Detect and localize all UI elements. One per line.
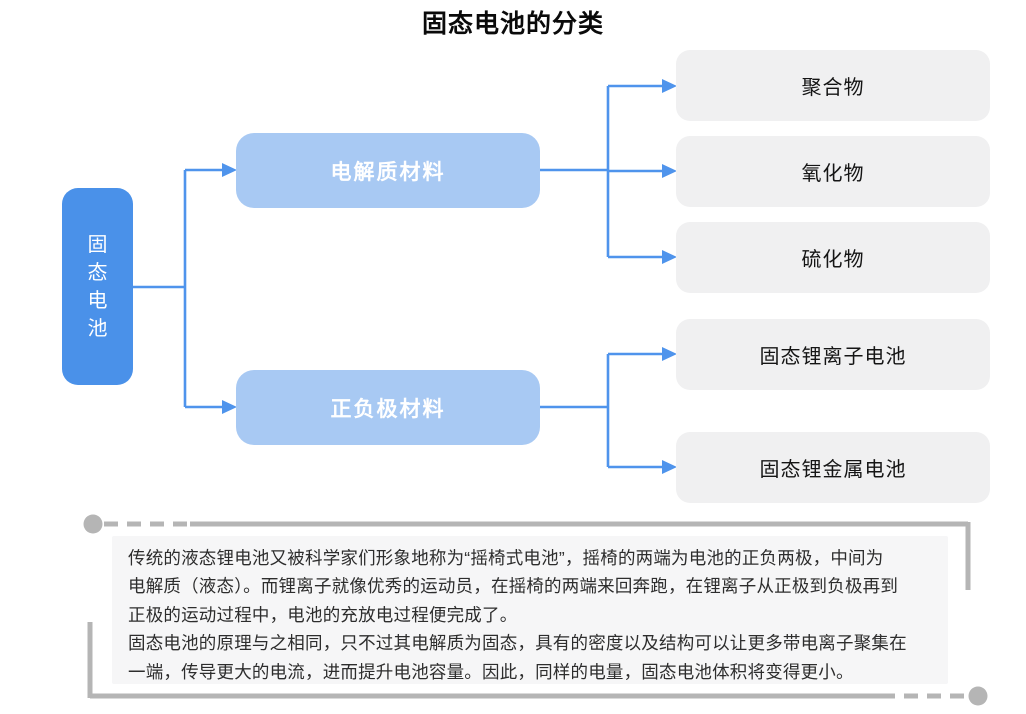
node-leaf-sulfide: 硫化物 bbox=[676, 222, 990, 293]
node-leaf-label: 硫化物 bbox=[801, 249, 865, 271]
note-line: 电解质（液态）。而锂离子就像优秀的运动员，在摇椅的两端来回奔跑，在锂离子从正极到… bbox=[128, 576, 899, 597]
node-root-solid-state-battery: 固态电池 bbox=[62, 188, 133, 385]
node-leaf-solid-state-li-ion: 固态锂离子电池 bbox=[676, 319, 990, 390]
node-branch-electrolyte-material: 电解质材料 bbox=[236, 133, 540, 208]
node-branch-label: 正负极材料 bbox=[330, 397, 446, 421]
node-leaf-solid-state-li-metal: 固态锂金属电池 bbox=[676, 432, 990, 503]
node-leaf-label: 聚合物 bbox=[801, 77, 865, 99]
note-panel: 传统的液态锂电池又被科学家们形象地称为“摇椅式电池”，摇椅的两端为电池的正负两极… bbox=[112, 536, 948, 684]
node-leaf-label: 固态锂离子电池 bbox=[759, 346, 907, 368]
note-line: 一端，传导更大的电流，进而提升电池容量。因此，同样的电量，固态电池体积将变得更小… bbox=[128, 661, 854, 682]
note-line: 固态电池的原理与之相同，只不过其电解质为固态，具有的密度以及结构可以让更多带电离… bbox=[128, 633, 907, 654]
node-branch-electrode-material: 正负极材料 bbox=[236, 370, 540, 445]
note-line: 正极的运动过程中，电池的充放电过程便完成了。 bbox=[128, 604, 518, 625]
node-branch-label: 电解质材料 bbox=[330, 160, 446, 184]
node-root-label: 固态电池 bbox=[87, 233, 108, 340]
node-leaf-label: 固态锂金属电池 bbox=[759, 459, 907, 481]
node-leaf-oxide: 氧化物 bbox=[676, 136, 990, 207]
node-leaf-polymer: 聚合物 bbox=[676, 50, 990, 121]
page-title: 固态电池的分类 bbox=[421, 10, 604, 38]
node-leaf-label: 氧化物 bbox=[801, 163, 865, 185]
note-line: 传统的液态锂电池又被科学家们形象地称为“摇椅式电池”，摇椅的两端为电池的正负两极… bbox=[128, 548, 884, 568]
